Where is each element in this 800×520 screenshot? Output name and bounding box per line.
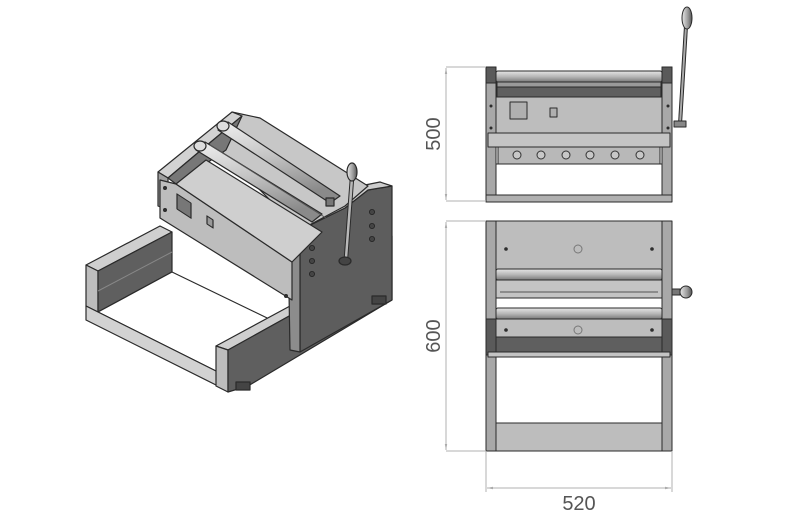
front-view: [485, 6, 693, 203]
front-view-lever: [673, 6, 693, 128]
dimension-width-label: 520: [562, 493, 595, 515]
control-window-small: [549, 107, 558, 118]
dimension-width: 520: [485, 451, 673, 515]
lever-handle: [338, 162, 358, 266]
dimension-height-label: 500: [423, 117, 445, 150]
top-view: [485, 220, 693, 452]
dimension-depth: 600: [423, 220, 486, 452]
top-view-handle-knob: [671, 285, 693, 299]
front-lid: [175, 159, 323, 263]
left-rail: [85, 225, 173, 313]
top-view-roller-2: [495, 307, 663, 320]
dimension-height: 500: [423, 66, 486, 202]
front-panel: [159, 179, 293, 301]
front-view-roller: [495, 70, 663, 83]
control-window-large: [176, 193, 192, 219]
isometric-view: [85, 111, 393, 393]
top-view-roller-1: [495, 268, 663, 281]
dimension-depth-label: 600: [423, 319, 445, 352]
isometric-rollers: [193, 120, 341, 223]
control-window-large: [509, 101, 528, 120]
control-window-small: [206, 215, 214, 229]
